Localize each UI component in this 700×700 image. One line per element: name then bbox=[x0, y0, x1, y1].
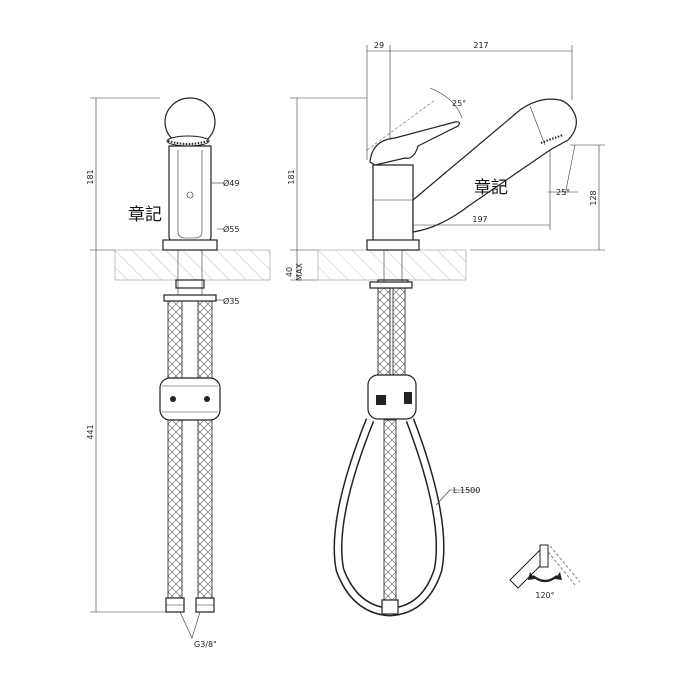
dim-spout-length: 217 bbox=[473, 41, 488, 50]
dim-hose-length: L.1500 bbox=[453, 486, 480, 495]
dim-deck-max: 40 bbox=[285, 267, 294, 277]
watermark-left: 章記 bbox=[128, 205, 162, 225]
dim-body-diameter: Ø49 bbox=[223, 178, 239, 188]
rotation-detail: 120° bbox=[509, 544, 581, 600]
spout-side bbox=[412, 98, 577, 233]
dim-right-height: 181 bbox=[287, 169, 296, 184]
countertop-side bbox=[317, 249, 467, 281]
dim-left-height: 181 bbox=[86, 169, 95, 184]
dim-lever-angle: 25° bbox=[452, 99, 466, 108]
hose-right-lower bbox=[197, 419, 213, 599]
dim-shank-diameter: Ø35 bbox=[223, 296, 239, 306]
mixer-body-front bbox=[168, 145, 212, 243]
watermark-right: 章記 bbox=[474, 178, 508, 198]
lever-small-icon bbox=[539, 544, 549, 568]
diverter-block-side bbox=[367, 374, 417, 420]
base-plate-front bbox=[162, 239, 218, 251]
dim-offset: 29 bbox=[374, 41, 384, 50]
dim-deck-max-label: MAX bbox=[295, 263, 304, 281]
dim-thread: G3/8" bbox=[194, 640, 217, 649]
base-plate-side bbox=[366, 239, 420, 251]
side-view: 29 217 25° 181 40 MAX 197 25° 128 L.1500… bbox=[285, 41, 605, 617]
hose-left-upper bbox=[167, 300, 183, 382]
countertop-front bbox=[114, 249, 271, 281]
lever-side bbox=[369, 121, 461, 166]
dim-base-diameter: Ø55 bbox=[223, 224, 239, 234]
hose-right-upper bbox=[197, 300, 213, 382]
aerator-ring bbox=[166, 135, 210, 147]
dim-left-hose-length: 441 bbox=[86, 424, 95, 439]
mixer-body-side bbox=[372, 164, 414, 249]
dim-head-height: 128 bbox=[589, 190, 598, 205]
hose-left-lower bbox=[167, 419, 183, 599]
dim-head-angle: 25° bbox=[556, 188, 570, 197]
rotation-arrow-icon bbox=[532, 575, 558, 583]
dim-spout-reach: 197 bbox=[472, 215, 487, 224]
diverter-block-front bbox=[159, 377, 221, 421]
front-view: 181 441 Ø49 Ø55 Ø35 G3/8" 章記 bbox=[86, 97, 271, 649]
dim-rotation: 120° bbox=[535, 591, 554, 600]
